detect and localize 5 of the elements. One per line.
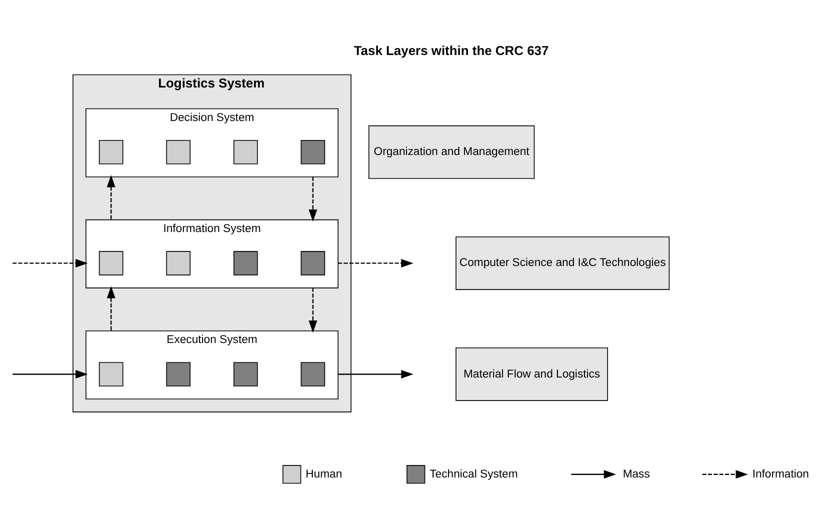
legend-label: Information bbox=[752, 468, 809, 480]
legend-label: Technical System bbox=[430, 468, 518, 480]
legend-label: Human bbox=[306, 468, 342, 480]
legend-label: Mass bbox=[622, 468, 650, 480]
label: Task Layers within the CRC 637 bbox=[354, 43, 549, 58]
